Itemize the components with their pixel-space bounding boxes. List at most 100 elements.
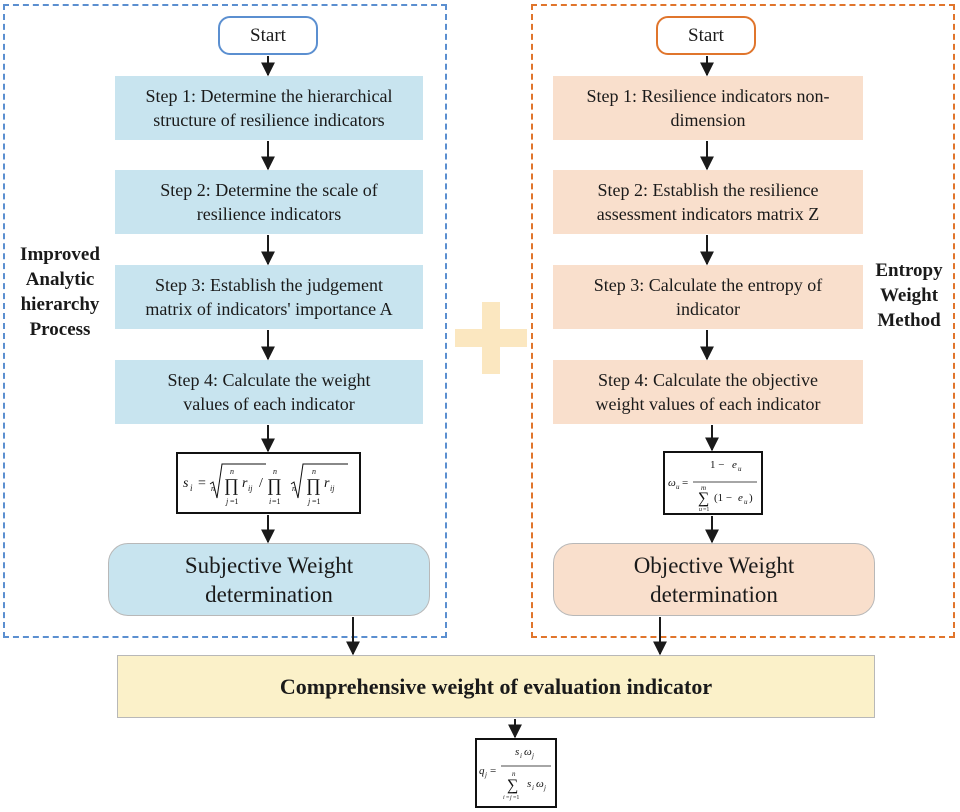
svg-text:q: q xyxy=(479,765,485,777)
svg-text:∏: ∏ xyxy=(224,475,239,495)
ahp-step-2-line1: : Determine the scale of xyxy=(205,180,378,200)
ahp-step-4-prefix: Step 4 xyxy=(167,370,214,390)
comprehensive-weight-node: Comprehensive weight of evaluation indic… xyxy=(117,655,875,718)
ahp-step-1-line2: structure of resilience indicators xyxy=(153,110,385,130)
svg-text:m: m xyxy=(701,484,706,492)
entropy-start-node: Start xyxy=(656,16,756,55)
svg-text:n: n xyxy=(312,467,316,476)
svg-text:n: n xyxy=(273,467,277,476)
entropy-label-line1: Entropy xyxy=(875,260,943,281)
objective-weight-line1: Objective Weight xyxy=(633,552,795,578)
svg-text:=: = xyxy=(198,476,206,491)
svg-text:ij: ij xyxy=(330,484,335,493)
svg-text:1 −: 1 − xyxy=(710,459,724,471)
entropy-label-line3: Method xyxy=(877,310,941,331)
svg-text:j: j xyxy=(484,771,487,779)
ahp-label-line2: Analytic xyxy=(25,269,95,290)
ahp-step-1: Step 1: Determine the hierarchical struct… xyxy=(115,76,423,140)
svg-text:=1: =1 xyxy=(513,795,519,801)
svg-text:n: n xyxy=(292,484,296,493)
ahp-step-4-line1: : Calculate the weight xyxy=(213,370,371,390)
entropy-step-2-line2: assessment indicators matrix Z xyxy=(596,204,820,224)
svg-text:e: e xyxy=(738,492,743,504)
ahp-label-line4: Process xyxy=(29,319,91,340)
svg-text:n: n xyxy=(230,467,234,476)
ahp-step-2-line2: resilience indicators xyxy=(196,204,342,224)
svg-text:n: n xyxy=(512,770,516,778)
svg-text:i: i xyxy=(532,784,534,792)
svg-text:∑: ∑ xyxy=(507,777,518,794)
ahp-step-3: Step 3: Establish the judgement matrix of… xyxy=(115,265,423,329)
svg-text:ω: ω xyxy=(668,477,676,489)
ahp-step-4-line2: values of each indicator xyxy=(183,394,355,414)
entropy-step-1-line2: dimension xyxy=(670,110,746,130)
entropy-method-label: Entropy Weight Method xyxy=(865,258,953,333)
svg-text:ω: ω xyxy=(524,746,532,758)
entropy-step-3-prefix: Step 3 xyxy=(593,275,640,295)
entropy-step-1-prefix: Step 1 xyxy=(586,86,633,106)
ahp-step-1-prefix: Step 1 xyxy=(145,86,192,106)
entropy-step-3-line1: : Calculate the entropy of xyxy=(639,275,823,295)
ahp-start-node: Start xyxy=(218,16,318,55)
svg-text:i: i xyxy=(269,497,271,506)
ahp-method-label: Improved Analytic hierarchy Process xyxy=(10,242,110,342)
ahp-step-1-line1: : Determine the hierarchical xyxy=(191,86,393,106)
ahp-step-3-prefix: Step 3 xyxy=(155,275,201,295)
ahp-step-2: Step 2: Determine the scale of resilience… xyxy=(115,170,423,234)
entropy-step-4: Step 4: Calculate the objective weight va… xyxy=(553,360,863,424)
entropy-step-4-prefix: Step 4 xyxy=(598,370,644,390)
svg-text:ω: ω xyxy=(536,778,544,790)
comprehensive-weight-title: Comprehensive weight of evaluation indic… xyxy=(279,673,713,699)
svg-text:j: j xyxy=(531,752,534,760)
entropy-step-2-prefix: Step 2 xyxy=(597,180,644,200)
entropy-panel xyxy=(531,4,955,638)
svg-text:i: i xyxy=(503,795,505,801)
svg-text:u: u xyxy=(676,483,680,491)
svg-text:j: j xyxy=(543,784,546,792)
svg-text:u: u xyxy=(744,498,748,506)
svg-text:r: r xyxy=(324,476,330,491)
subjective-weight-line1: Subjective Weight xyxy=(184,552,354,578)
svg-text:i: i xyxy=(520,752,522,760)
svg-text:s: s xyxy=(527,778,531,790)
ahp-step-3-line1: : Establish the judgement xyxy=(200,275,383,295)
svg-text:j: j xyxy=(307,497,311,506)
ahp-label-line1: Improved xyxy=(20,244,100,265)
entropy-label-line2: Weight xyxy=(879,285,939,306)
svg-text:=1: =1 xyxy=(703,507,709,513)
svg-text:=1: =1 xyxy=(272,497,281,506)
svg-text:=: = xyxy=(490,765,496,777)
entropy-step-4-line2: weight values of each indicator xyxy=(595,394,821,414)
objective-weight-line2: determination xyxy=(650,581,778,607)
svg-text:j: j xyxy=(509,795,512,801)
svg-text:(1 −: (1 − xyxy=(714,492,732,504)
svg-text:j: j xyxy=(225,497,229,506)
ahp-step-2-prefix: Step 2 xyxy=(160,180,206,200)
svg-text:): ) xyxy=(749,492,753,504)
entropy-step-1: Step 1: Resilience indicators non-dimens… xyxy=(553,76,863,140)
objective-weight-node: Objective Weight determination xyxy=(553,543,875,616)
ahp-step-4: Step 4: Calculate the weight values of ea… xyxy=(115,360,423,424)
ahp-step-3-line2: matrix of indicators' importance A xyxy=(145,299,393,319)
svg-text:e: e xyxy=(732,459,737,471)
svg-text:/: / xyxy=(259,476,263,491)
svg-text:=1: =1 xyxy=(312,497,321,506)
entropy-step-1-line1: : Resilience indicators non- xyxy=(632,86,830,106)
entropy-step-4-line1: : Calculate the objective xyxy=(643,370,818,390)
svg-text:=: = xyxy=(506,795,510,801)
svg-text:u: u xyxy=(699,507,702,513)
ahp-label-line3: hierarchy xyxy=(20,294,100,315)
svg-text:s: s xyxy=(515,746,519,758)
svg-text:∏: ∏ xyxy=(267,475,282,495)
svg-text:∏: ∏ xyxy=(306,475,321,495)
svg-text:∑: ∑ xyxy=(698,490,709,507)
